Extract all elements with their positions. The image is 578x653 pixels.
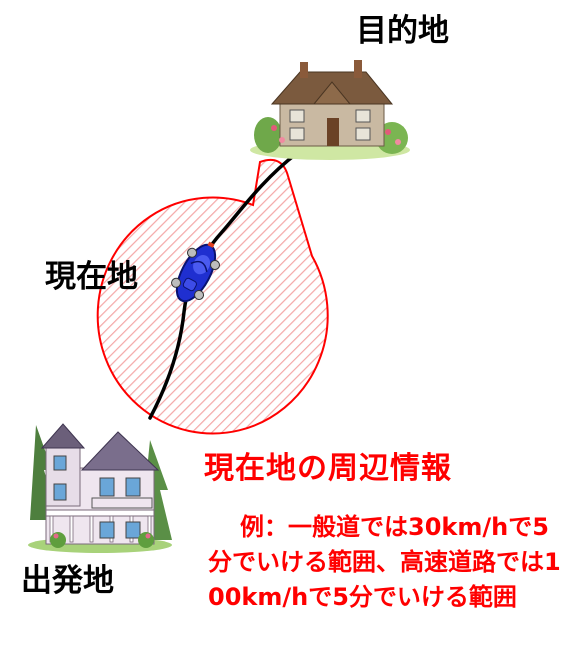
current-location-label: 現在地 bbox=[45, 259, 138, 295]
origin-label: 出発地 bbox=[21, 563, 114, 599]
victorian-house-icon bbox=[28, 423, 172, 553]
house-icon bbox=[250, 60, 410, 160]
car-icon bbox=[171, 241, 220, 303]
info-example-text: 例：一般道では30km/hで5分でいける範囲、高速道路では100km/hで5分で… bbox=[208, 513, 561, 611]
coverage-area-callout bbox=[96, 158, 329, 435]
destination-label: 目的地 bbox=[356, 13, 449, 49]
info-title: 現在地の周辺情報 bbox=[204, 451, 452, 486]
